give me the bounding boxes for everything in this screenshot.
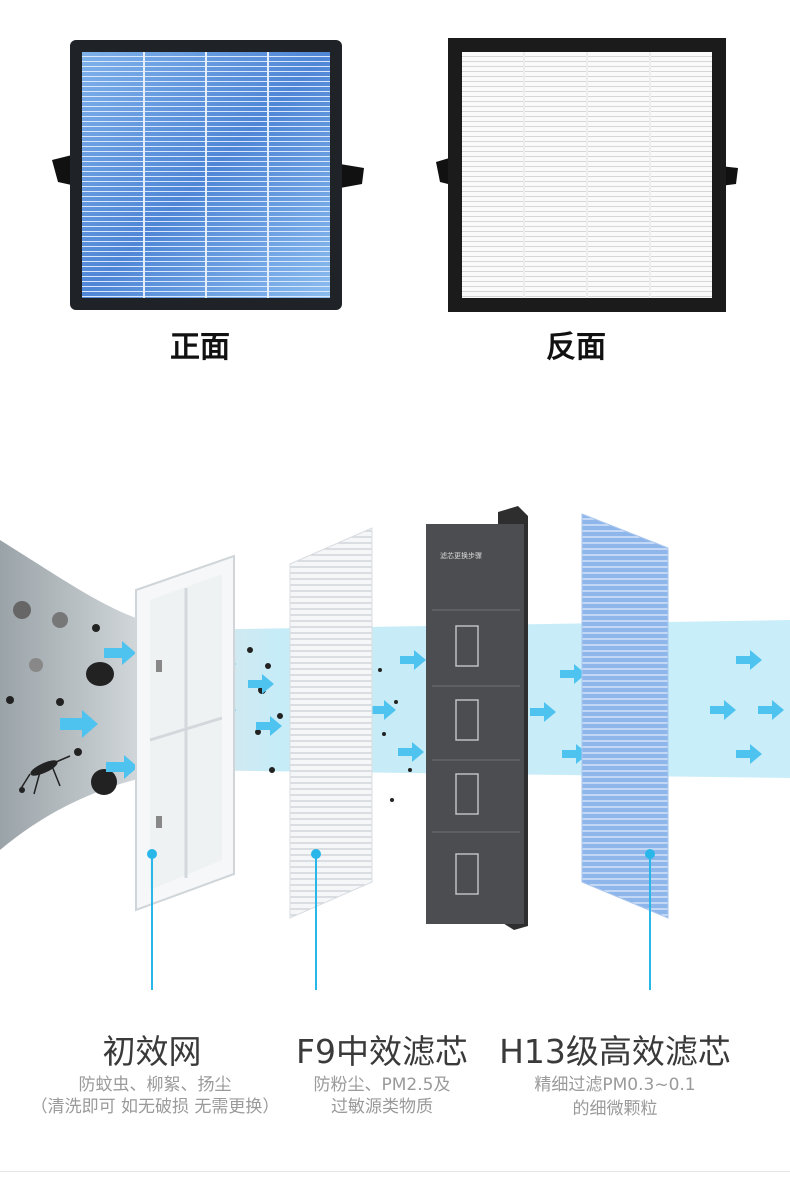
f9-filter-desc-line1: 防粉尘、PM2.5及 bbox=[313, 1075, 451, 1095]
prefilter-title: 初效网 bbox=[102, 1032, 202, 1071]
front-view-label: 正面 bbox=[170, 330, 230, 365]
manual-heading: 滤芯更换步骤 bbox=[440, 551, 482, 560]
prefilter-desc-line2: （清洗即可 如无破损 无需更换） bbox=[30, 1097, 280, 1117]
airflow-band bbox=[0, 540, 790, 850]
back-filter-image bbox=[436, 38, 738, 312]
callout-lines bbox=[147, 849, 655, 990]
replacement-manual-card: 滤芯更换步骤 bbox=[426, 506, 528, 930]
mosquito-icon bbox=[19, 755, 71, 795]
h13-filter-desc-line1: 精细过滤PM0.3~0.1 bbox=[534, 1075, 696, 1095]
h13-filter-desc-line2: 的细微颗粒 bbox=[572, 1099, 658, 1119]
front-filter-image bbox=[52, 40, 364, 310]
h13-hepa-filter-layer bbox=[581, 513, 669, 919]
back-view-label: 反面 bbox=[546, 330, 606, 365]
bottom-divider bbox=[0, 1171, 790, 1172]
prefilter-desc-line1: 防蚊虫、柳絮、扬尘 bbox=[78, 1075, 232, 1095]
f9-filter-title: F9中效滤芯 bbox=[296, 1032, 468, 1071]
filter-layers-diagram: 滤芯更换步骤 bbox=[0, 506, 790, 990]
pollutant-particles bbox=[6, 601, 412, 802]
prefilter-mesh-layer bbox=[135, 554, 235, 912]
f9-filter-desc-line2: 过敏源类物质 bbox=[331, 1097, 433, 1117]
f9-medium-filter-layer bbox=[289, 527, 373, 919]
h13-filter-title: H13级高效滤芯 bbox=[499, 1032, 731, 1071]
